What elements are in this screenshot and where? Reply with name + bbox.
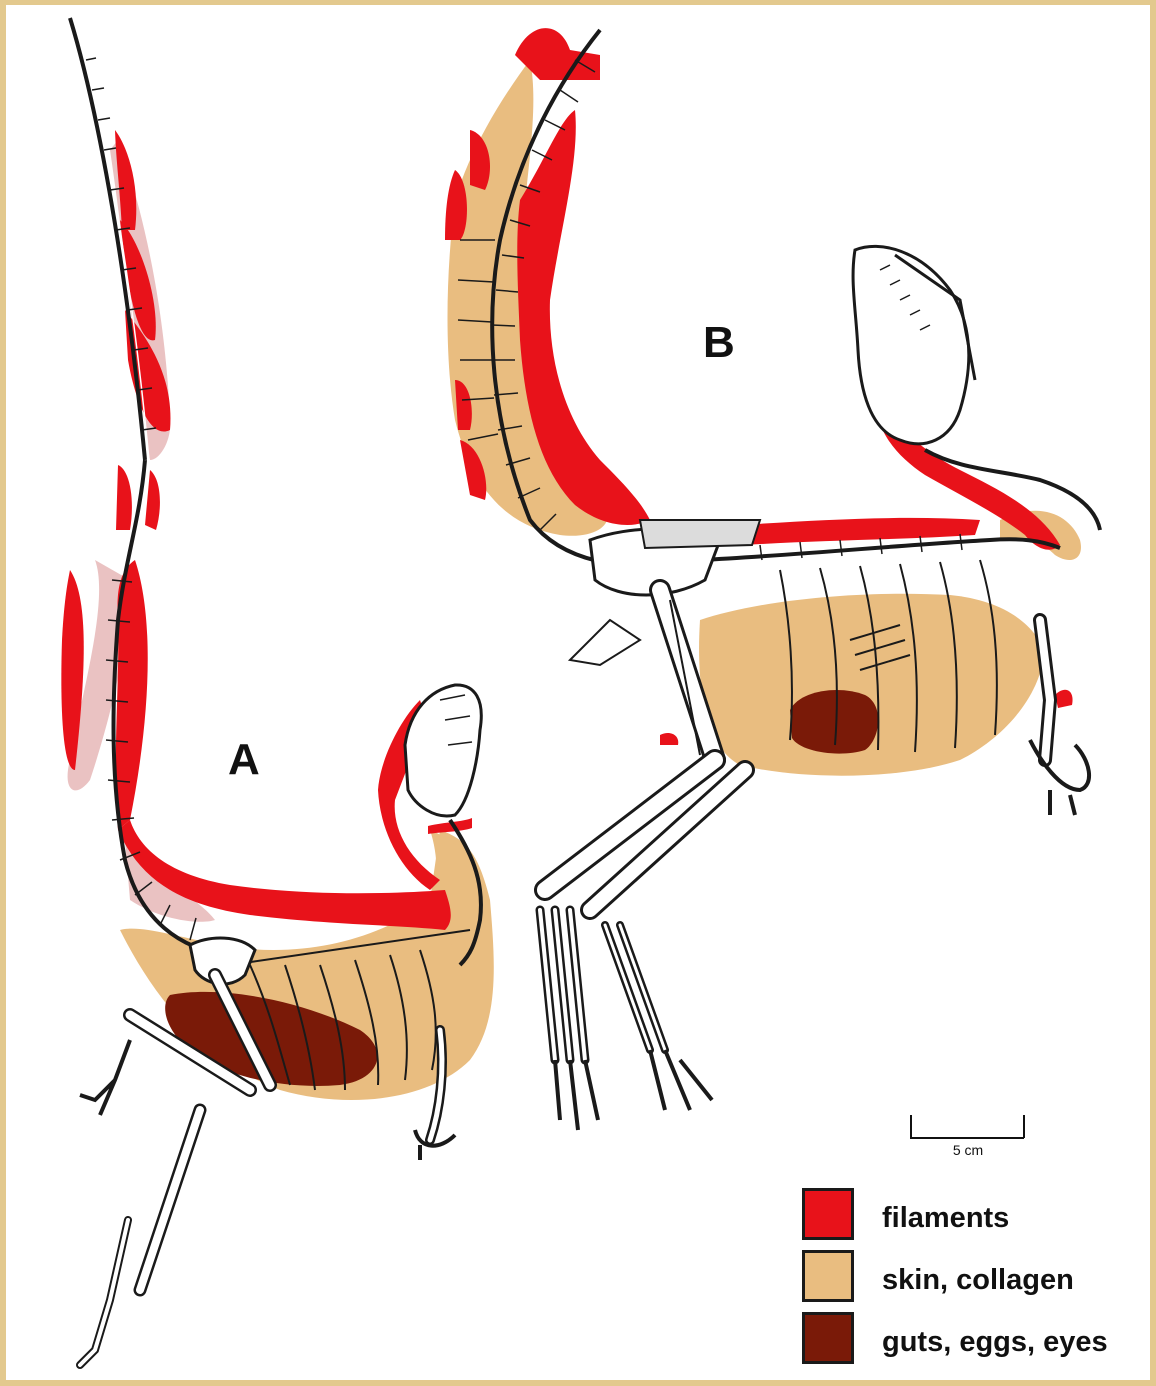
legend-label-filaments: filaments: [882, 1202, 1009, 1235]
specimen-a: [61, 18, 493, 1365]
scale-bar-line: [910, 1137, 1024, 1139]
specimen-b-metatarsals-2: [605, 925, 665, 1050]
specimen-a-hindfoot-left: [80, 1040, 130, 1115]
legend-label-skin-collagen: skin, collagen: [882, 1264, 1074, 1297]
scale-bar: 5 cm: [908, 1115, 1028, 1155]
legend-swatch-filaments: [802, 1188, 854, 1240]
specimen-b-ischium: [570, 620, 640, 665]
panel-label-b: B: [703, 318, 735, 368]
scale-bar-tick-left: [910, 1115, 912, 1138]
panel-label-a: A: [228, 735, 260, 785]
scale-bar-label: 5 cm: [908, 1142, 1028, 1158]
specimen-b-filaments-foot: [660, 733, 678, 745]
specimen-b-toes: [555, 1060, 598, 1130]
legend-swatch-guts-eggs-eyes: [802, 1312, 854, 1364]
scale-bar-tick-right: [1023, 1115, 1025, 1138]
specimen-b-toes-2: [650, 1050, 712, 1110]
legend-label-guts-eggs-eyes: guts, eggs, eyes: [882, 1326, 1108, 1359]
legend-swatch-skin-collagen: [802, 1250, 854, 1302]
specimen-b: [445, 28, 1100, 1130]
specimen-b-filaments-hand: [1055, 690, 1073, 708]
specimen-b-skull: [853, 246, 969, 443]
specimen-a-foot: [80, 1220, 128, 1365]
specimen-b-pubis: [640, 520, 760, 548]
